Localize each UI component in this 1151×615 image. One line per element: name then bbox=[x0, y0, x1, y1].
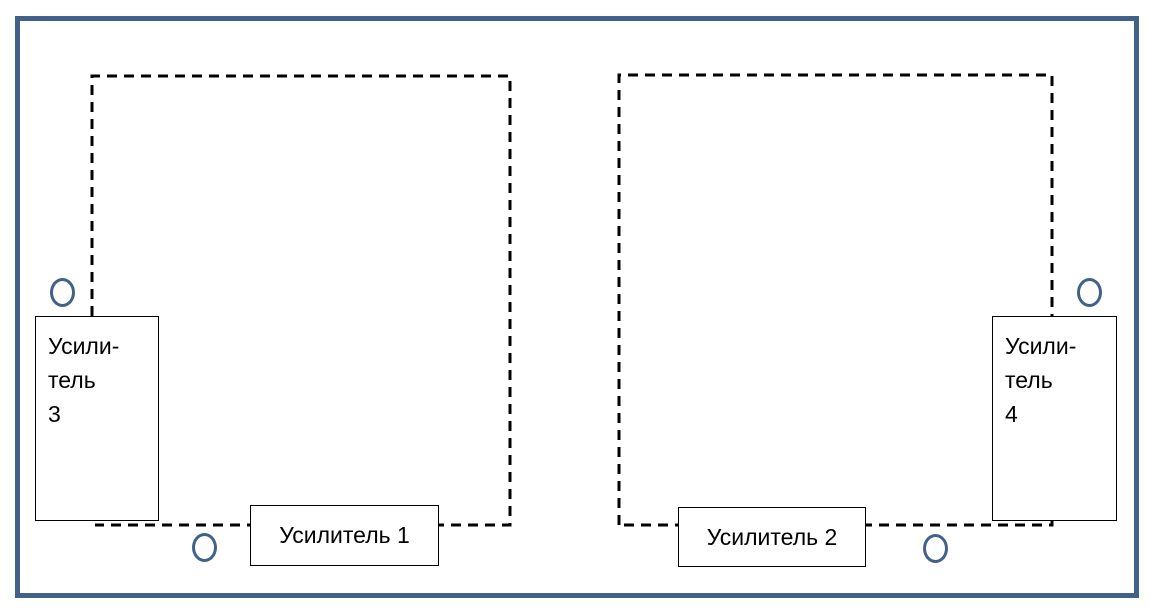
ring-bottom-left bbox=[192, 533, 217, 562]
amplifier-4-box: Усили- тель 4 bbox=[992, 316, 1117, 521]
amplifier-4-line1: Усили- bbox=[1005, 333, 1077, 359]
amplifier-3-box: Усили- тель 3 bbox=[35, 316, 159, 521]
ring-bottom-right bbox=[923, 534, 948, 563]
ring-right-upper bbox=[1077, 278, 1102, 307]
amplifier-3-line3: 3 bbox=[48, 401, 61, 427]
amplifier-4-line3: 4 bbox=[1005, 401, 1018, 427]
amplifier-1-box: Усилитель 1 bbox=[250, 505, 439, 566]
loop-right bbox=[617, 73, 1054, 527]
amplifier-3-line1: Усили- bbox=[48, 333, 120, 359]
ring-left-upper bbox=[50, 278, 75, 307]
room-outline bbox=[15, 16, 1139, 598]
amplifier-4-line2: тель bbox=[1005, 367, 1053, 393]
amplifier-2-label: Усилитель 2 bbox=[706, 523, 838, 550]
amplifier-3-line2: тель bbox=[48, 367, 96, 393]
amplifier-1-label: Усилитель 1 bbox=[279, 522, 410, 548]
amplifier-2-box: Усилитель 2 bbox=[678, 507, 866, 567]
